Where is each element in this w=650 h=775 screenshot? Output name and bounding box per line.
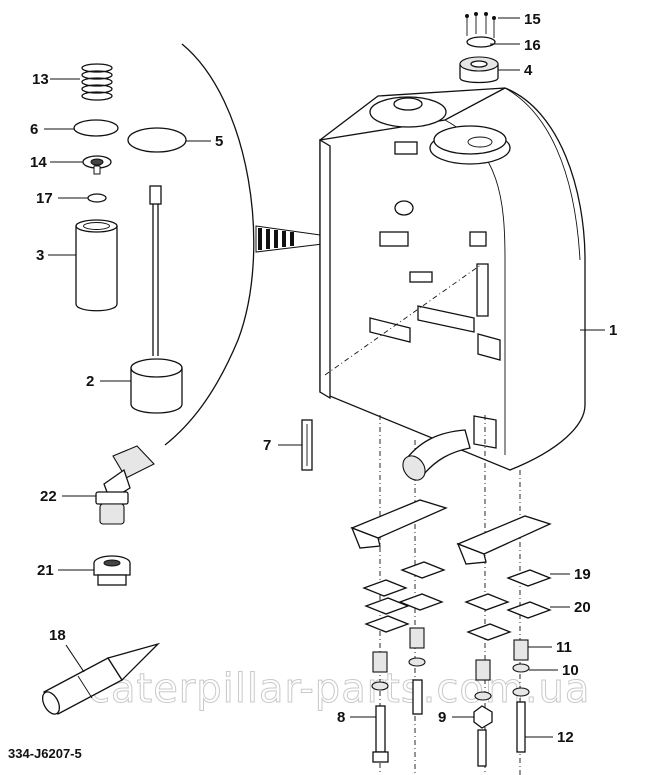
mount-bracket-left [350,499,448,549]
callout-8: 8 [337,709,345,726]
detail-arrow [255,225,357,253]
watermark-text: caterpillar-parts.com.ua [88,666,590,712]
bolt-set-part [465,12,496,38]
callout-1: 1 [609,322,617,339]
sealant-tube-part [41,642,161,715]
callout-15: 15 [524,11,541,28]
spacer-set-part [372,627,529,681]
o-ring-part-6 [73,119,119,137]
callout-12: 12 [557,729,574,746]
hydraulic-tank-part [319,87,586,775]
nut-part-9 [473,705,493,767]
shim-stack [362,561,552,641]
callout-6: 6 [30,121,38,138]
seal-washer-part [82,155,112,175]
cover-plate-part [466,36,496,48]
callout-19: 19 [574,566,591,583]
callout-11: 11 [556,639,572,656]
mount-bracket-right [456,515,552,565]
o-ring-part-5 [127,127,187,153]
callout-13: 13 [32,71,49,88]
callout-2: 2 [86,373,94,390]
drain-plug-part [93,555,131,586]
callout-14: 14 [30,154,47,171]
spring-part [81,63,113,101]
level-float-part [130,185,183,414]
callout-4: 4 [524,62,533,79]
filler-neck-part [459,56,499,84]
callout-10: 10 [562,662,579,679]
callout-7: 7 [263,437,271,454]
bolt-part-8 [372,679,423,763]
leader-lines [44,17,605,738]
callout-16: 16 [524,37,541,54]
callout-18: 18 [49,627,66,644]
callout-21: 21 [37,562,54,579]
callout-5: 5 [215,133,223,150]
elbow-fitting-part [95,445,155,525]
callout-20: 20 [574,599,591,616]
figure-reference-code: 334-J6207-5 [8,746,82,761]
callout-9: 9 [438,709,446,726]
filter-cylinder-part [75,219,118,312]
washer-set-part [371,657,530,701]
callout-3: 3 [36,247,44,264]
suction-pipe [402,429,471,481]
stud-part-12 [516,701,526,753]
sight-gauge-part [301,419,313,471]
callout-17: 17 [36,190,53,207]
callout-22: 22 [40,488,57,505]
detail-view-arc [164,43,255,446]
small-o-ring-part [87,193,107,203]
